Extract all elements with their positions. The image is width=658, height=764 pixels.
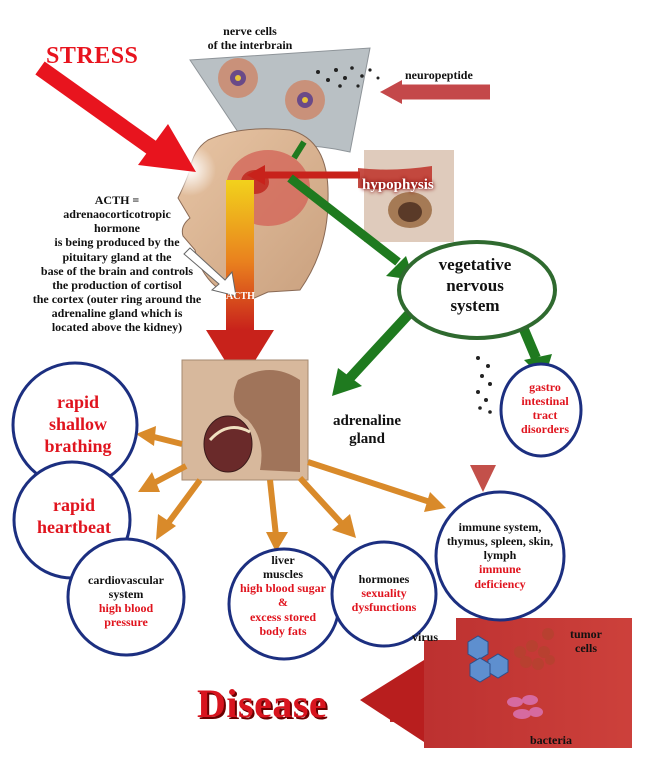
- gastro-circle: [499, 362, 583, 458]
- immune-effect: immune deficiency: [474, 562, 526, 591]
- tumor-cluster: [514, 628, 555, 670]
- orange-arrows: [136, 426, 446, 552]
- hormones-label: hormones: [358, 572, 410, 586]
- neuropeptide-arrowhead: [380, 80, 402, 104]
- disease-label: Disease: [197, 681, 328, 726]
- vegetative-nervous-system-label: vegetative nervous system: [438, 255, 512, 316]
- acth-description: ACTH = adrenaocorticotropic hormone is b…: [32, 193, 202, 335]
- bacteria-label: bacteria: [530, 733, 572, 747]
- stress-arrowhead: [138, 124, 196, 172]
- rapid-breathing-label: rapid shallow brathing: [44, 392, 112, 456]
- hormones-effect: sexuality dysfunctions: [351, 586, 417, 615]
- cardiovascular-circle: [66, 537, 186, 657]
- neuron-cluster-left: [218, 58, 258, 98]
- liver-effect: high blood sugar & excess stored body fa…: [239, 581, 327, 638]
- stress-label: STRESS: [46, 43, 139, 69]
- immune-text: immune system, thymus, spleen, skin, lym…: [436, 520, 564, 591]
- bacteria-cluster: [507, 695, 543, 719]
- immune-circle: [434, 490, 566, 622]
- cardiovascular-text: cardiovascular system high blood pressur…: [68, 573, 184, 630]
- virus-cluster: [467, 635, 509, 683]
- immune-label: immune system, thymus, spleen, skin, lym…: [446, 520, 554, 563]
- vegetative-ellipse: [397, 240, 557, 340]
- acth-arrowhead: [206, 330, 274, 385]
- adrenaline-gland-label: adrenaline gland: [332, 413, 402, 447]
- signal-dots: [476, 356, 492, 414]
- acth-arrow-shaft: [226, 180, 254, 330]
- white-pointer-arrow: [183, 247, 237, 297]
- disease-channel: [390, 618, 632, 748]
- neuron-cluster-right: [285, 80, 325, 120]
- neuropeptide-dots: [316, 66, 380, 88]
- neuropeptide-label: neuropeptide: [405, 68, 473, 82]
- stress-arrow-shaft: [35, 61, 160, 157]
- acth-tag: ACTH: [226, 291, 255, 302]
- cardiovascular-label: cardiovascular system: [88, 573, 164, 602]
- nerve-cells-label: nerve cells of the interbrain: [207, 24, 293, 53]
- disease-arrowhead: [360, 660, 424, 742]
- liver-text: liver muscles high blood sugar & excess …: [226, 553, 340, 638]
- cardiovascular-effect: high blood pressure: [98, 601, 154, 630]
- tumor-cells-label: tumor cells: [570, 627, 602, 656]
- hormones-text: hormones sexuality dysfunctions: [334, 572, 434, 614]
- green-arrow-brain-to-vns: [287, 174, 401, 266]
- arrow-to-immune: [470, 465, 496, 492]
- hormones-circle: [330, 540, 438, 648]
- liver-label: liver muscles: [263, 553, 303, 582]
- gastro-label: gastro intestinal tract disorders: [521, 380, 569, 437]
- hypophysis-label: hypophysis: [362, 177, 434, 193]
- rapid-heartbeat-label: rapid heartbeat: [37, 495, 111, 537]
- virus-label: virus: [412, 630, 439, 644]
